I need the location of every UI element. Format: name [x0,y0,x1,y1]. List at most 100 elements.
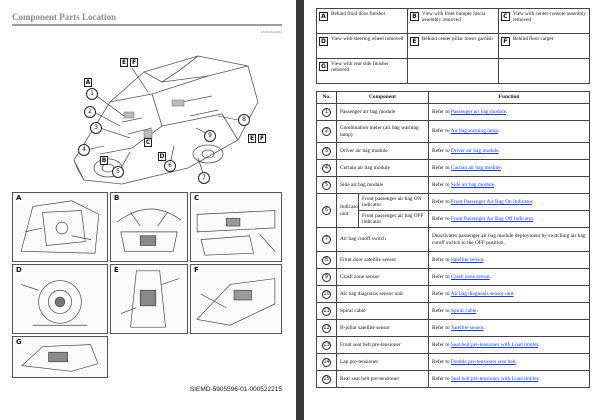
refer-prefix: Refer to [432,256,450,263]
legend-key-a: A [319,12,328,21]
component-name: B-pillar satellite sensor [336,319,429,337]
row-number: 15 [322,374,331,384]
row-number: 2 [322,127,331,136]
link-satellite-sensor[interactable]: Satellite sensor [450,256,484,263]
link-side-air-bag-module[interactable]: Side air bag module [450,181,495,188]
component-name: Combination meter (air bag warning lamp) [336,120,429,143]
function-cell: Refer to Seat belt pre-tensioner with Lo… [428,370,590,388]
row-number: 9 [322,272,331,282]
detail-panel-f: F [190,264,282,334]
callout-letter-b: B [100,156,108,165]
row-number: 8 [322,255,331,265]
row-number: 3 [322,146,331,156]
panel-letter-e: E [113,266,120,274]
table-row: 12 B-pillar satellite sensor Refer to Sa… [316,319,590,337]
detail-drawing-e [120,270,180,328]
refer-prefix: Refer to [432,324,450,331]
component-name: Front door satellite sensor [336,251,429,269]
link-air-bag-diagnosis-sensor-unit[interactable]: Air bag diagnosis sensor unit [450,290,514,297]
link-air-bag-warning-lamp[interactable]: Air bag warning lamp [450,128,499,135]
link-seat-belt-pre-tensioner-rear[interactable]: Seat belt pre-tensioner with Load limite… [450,375,539,382]
figure-tag: IVCDCDA0084 [260,30,282,34]
title-divider [12,24,282,26]
function-cell: Refer to Passenger air bag module. [428,103,590,121]
row-number: 6 [322,206,331,215]
callout-letter-c: C [144,138,152,147]
component-name: Lap pre-tensioner [336,353,429,371]
legend-key-g: G [319,62,328,71]
panel-letter-c: C [193,194,201,202]
panel-letter-f: F [193,266,200,274]
refer-prefix: Refer to [432,198,450,205]
component-name: Air bag cutoff switch [336,227,429,252]
legend-key-d: D [319,37,328,46]
component-name: Crash zone sensor [336,268,429,286]
legend-key-c: C [500,12,510,21]
refer-prefix: Refer to [432,307,450,314]
row-number: 11 [322,306,331,316]
refer-prefix: Refer to [432,164,450,171]
detail-drawing-b [116,208,182,252]
callout-7: 7 [198,172,210,184]
link-driver-air-bag-module[interactable]: Driver air bag module [450,147,499,154]
link-crash-zone-sensor[interactable]: Crash zone sensor [450,273,490,280]
link-spiral-cable[interactable]: Spiral cable [450,307,477,314]
callout-3: 3 [90,122,102,134]
link-curtain-air-bag-module[interactable]: Curtain air bag module [450,164,501,171]
table-row: 6 Indicator unit Front passenger air bag… [316,193,590,228]
row-number: 5 [322,180,331,190]
table-row: 11 Spiral cable Refer to Spiral cable. [316,302,590,320]
function-cell: Refer to Side air bag module. [428,176,590,194]
document-code: SIEMD-5905596-01-000522215 [189,386,282,393]
table-row: 7 Air bag cutoff switch Deactivates pass… [316,227,590,252]
link-front-passenger-air-bag-on-indicator[interactable]: Front Passenger Air Bag On Indicator [450,198,533,205]
table-row: 5 Side air bag module Refer to Side air … [316,176,590,194]
component-name: Side air bag module [336,176,429,194]
function-cell: Refer to Curtain air bag module. [428,159,590,177]
table-row: 13 Front seat belt pre-tensioner Refer t… [316,336,590,354]
left-page: Component Parts Location IVCDCDA0084 [0,0,296,420]
link-double-pre-tensioner-seat-belt[interactable]: Double pre-tensioner seat belt [450,358,516,365]
table-row: 2 Combination meter (air bag warning lam… [316,120,590,143]
function-cell: Refer to Seat belt pre-tensioner with Lo… [428,336,590,354]
component-name: Spiral cable [336,302,429,320]
panel-letter-d: D [15,266,23,274]
callout-letter-d: D [158,152,166,161]
link-seat-belt-pre-tensioner-front[interactable]: Seat belt pre-tensioner with Load limite… [450,341,539,348]
detail-panel-e: E [110,264,188,334]
refer-prefix: Refer to [432,375,450,382]
page-title: Component Parts Location [12,12,116,22]
detail-drawing-d [21,280,88,326]
component-name: Front passenger air bag OFF indicator [358,210,429,228]
legend-cell-empty-2 [497,58,591,84]
callout-8: 8 [238,114,250,126]
detail-panel-g: G [12,336,108,378]
table-row: 9 Crash zone sensor Refer to Crash zone … [316,268,590,286]
vehicle-outline [73,55,259,185]
link-front-passenger-air-bag-off-indicator[interactable]: Front Passenger Air Bag Off Indicator [450,215,533,222]
detail-panel-d: D [12,264,108,334]
row-number: 4 [322,163,331,173]
callout-letter-f-top: F [130,58,138,67]
refer-prefix: Refer to [432,215,450,222]
callout-letter-e-right: E [248,134,256,143]
function-cell: Refer to Front Passenger Air Bag On Indi… [428,193,590,211]
legend-key-e: E [409,37,419,46]
callout-letter-a: A [84,78,92,87]
link-passenger-air-bag-module[interactable]: Passenger air bag module [450,108,507,115]
detail-drawing-c [196,210,276,256]
table-row: Front passenger air bag OFF indicator Re… [317,210,590,228]
detail-views-grid: A B C D E F G [12,192,282,378]
component-name: Air bag diagnosis sensor unit [336,285,429,303]
link-satellite-sensor-b-pillar[interactable]: Satellite sensor [450,324,484,331]
refer-prefix: Refer to [432,290,450,297]
detail-drawing-f [196,278,276,326]
function-cell: Refer to Double pre-tensioner seat belt. [428,353,590,371]
header-no: No. [316,91,337,104]
detail-panel-a: A [12,192,108,262]
